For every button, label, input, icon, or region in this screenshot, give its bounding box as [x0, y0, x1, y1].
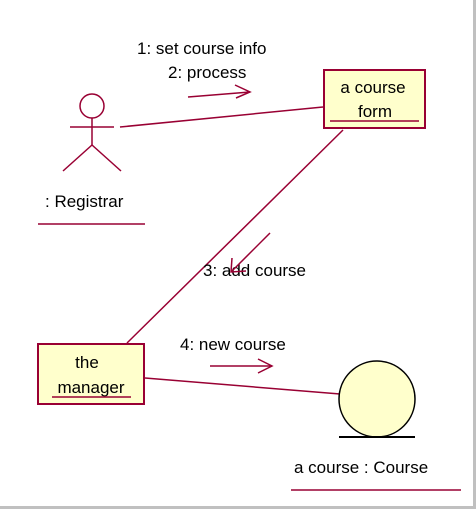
bottom-edge: [0, 506, 476, 509]
message-4-arrow-icon: [210, 358, 274, 374]
manager-label-line1: the: [75, 353, 99, 372]
registrar-actor-icon[interactable]: [62, 93, 122, 172]
course-entity-label: a course : Course: [294, 458, 428, 477]
message-2-label: 2: process: [168, 63, 246, 82]
manager-object[interactable]: the manager: [37, 343, 145, 405]
message-4-label: 4: new course: [180, 335, 286, 354]
message-1-label: 1: set course info: [137, 39, 266, 58]
message-1-2-arrow-icon: [187, 84, 252, 99]
course-entity-icon[interactable]: [338, 360, 416, 438]
registrar-label: : Registrar: [45, 192, 124, 211]
course-form-label-line1: a course: [340, 78, 405, 97]
message-3-arrow-icon: [230, 232, 271, 273]
link-form-manager[interactable]: [126, 129, 344, 344]
message-3-label: 3: add course: [203, 261, 306, 280]
right-edge: [473, 0, 476, 509]
manager-label-line2: manager: [57, 378, 124, 397]
link-manager-course[interactable]: [144, 377, 341, 395]
link-registrar-form[interactable]: [119, 106, 324, 128]
course-form-object[interactable]: a course form: [323, 69, 426, 129]
course-form-label-line2: form: [358, 102, 392, 121]
